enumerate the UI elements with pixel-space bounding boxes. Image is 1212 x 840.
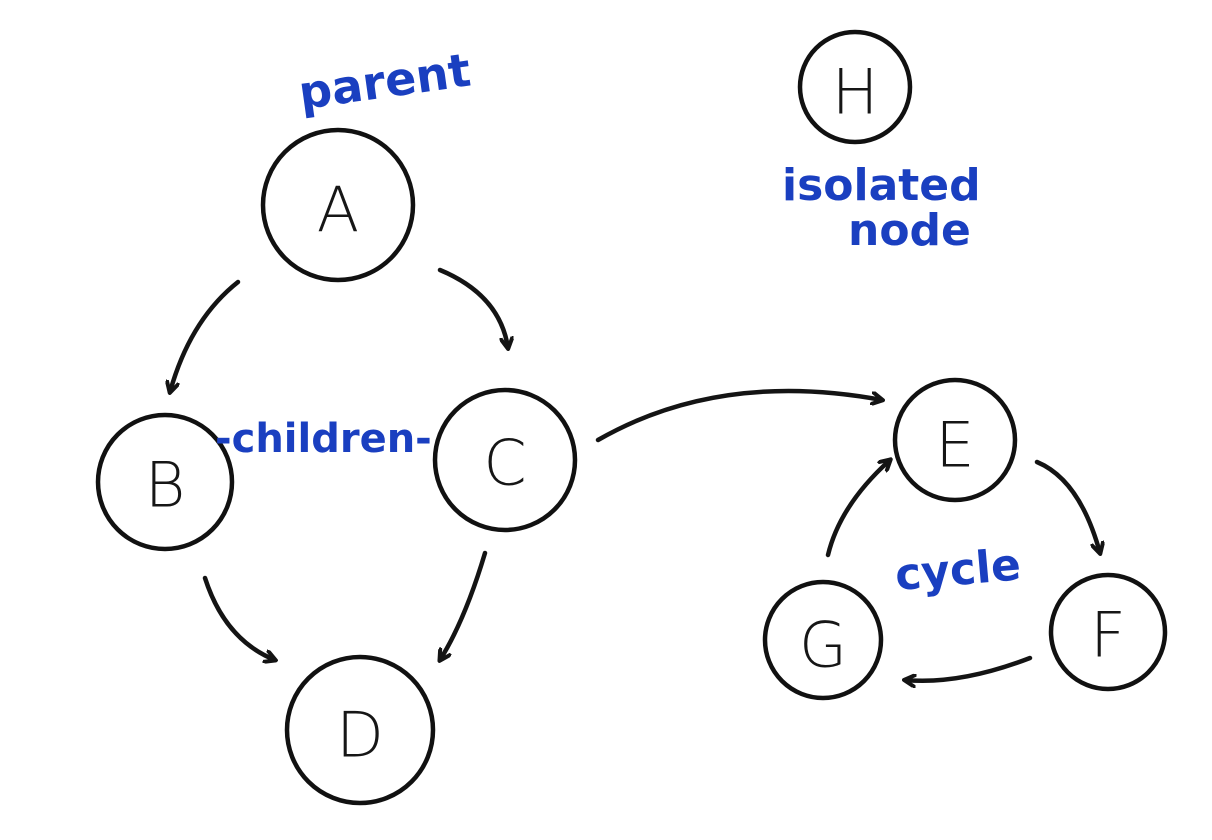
edges — [170, 267, 1100, 681]
edge-c-to-e — [595, 388, 882, 443]
annotation-node: node — [848, 205, 971, 256]
annotation-cycle: cycle — [893, 539, 1023, 601]
node-h-label: H — [832, 56, 879, 129]
node-e: E — [892, 377, 1018, 503]
node-b-label: B — [145, 449, 186, 522]
node-g: G — [762, 579, 884, 701]
edge-b-to-d — [202, 575, 275, 660]
annotation-parent: parent — [295, 43, 473, 120]
node-c: C — [432, 387, 578, 533]
node-b: B — [95, 412, 235, 552]
node-d-label: D — [336, 699, 384, 772]
node-f: F — [1048, 572, 1168, 692]
node-e-label: E — [935, 409, 974, 482]
edge-g-to-e — [825, 460, 890, 558]
edge-a-to-c — [437, 267, 508, 348]
node-g-label: G — [799, 609, 847, 682]
edge-c-to-d — [440, 550, 488, 660]
node-c-label: C — [483, 427, 526, 500]
annotation-isolated: isolated — [782, 160, 981, 211]
node-a: A — [260, 127, 416, 283]
node-a-label: A — [317, 174, 359, 247]
node-f-label: F — [1090, 599, 1126, 672]
edge-a-to-b — [170, 279, 241, 392]
node-h: H — [797, 29, 913, 145]
edge-f-to-g — [905, 655, 1033, 681]
node-d: D — [284, 654, 436, 806]
annotation-children: -children- — [215, 416, 432, 462]
edge-e-to-f — [1034, 459, 1100, 553]
